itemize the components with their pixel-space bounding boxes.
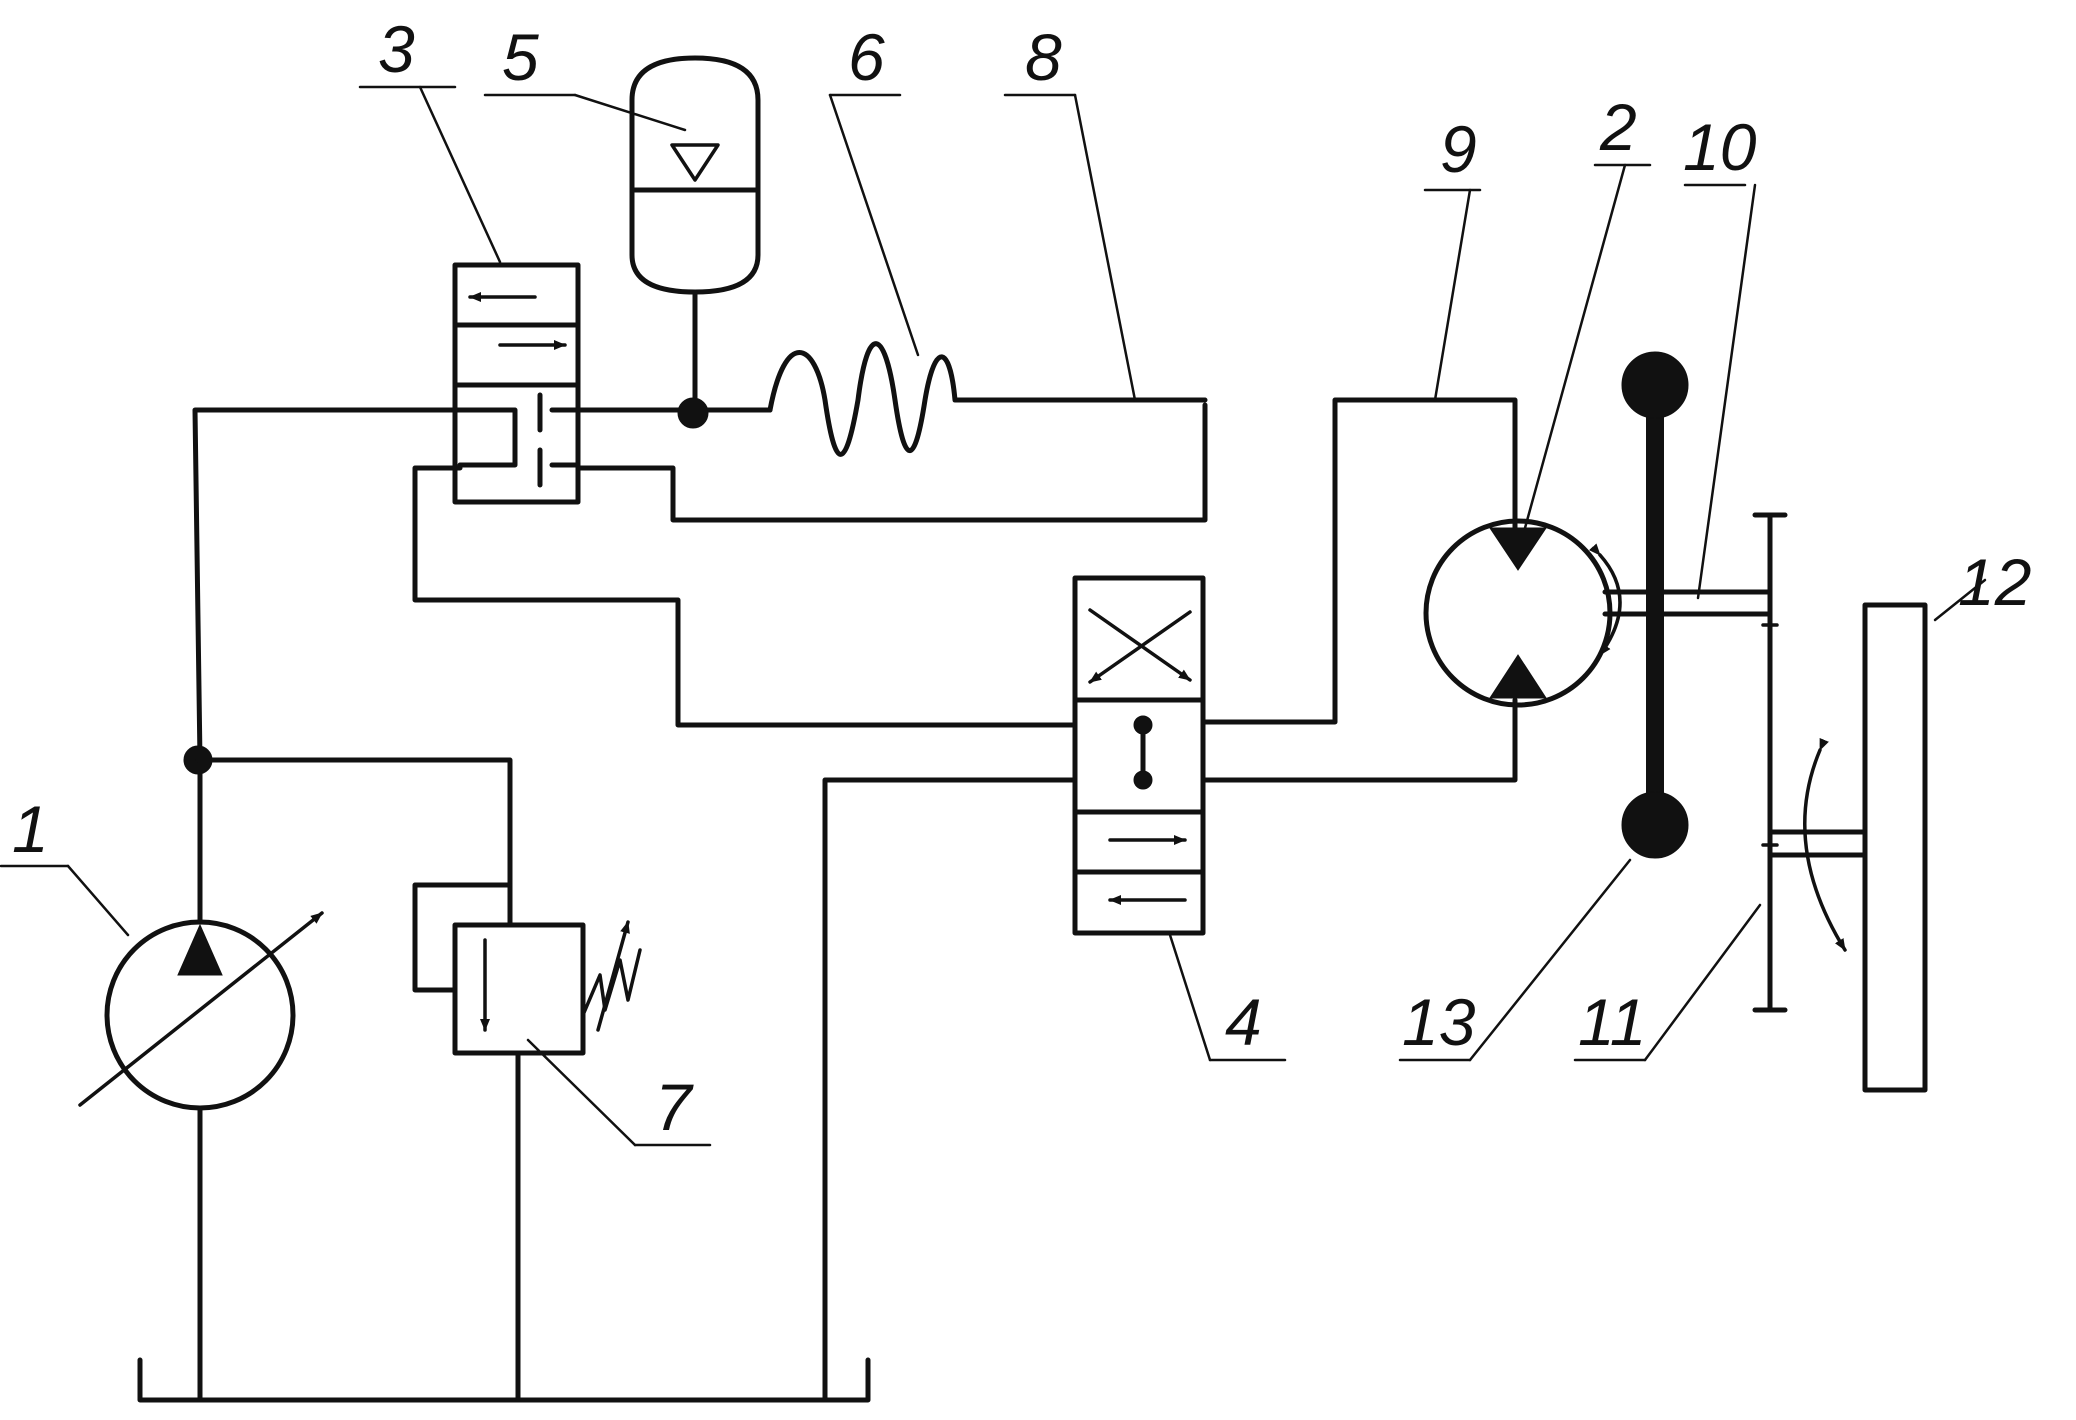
motor-return-line [1200,697,1518,783]
label-7: 7 [655,1070,694,1144]
relief-valve-7 [195,757,642,1403]
flywheel-13 [1621,351,1689,859]
label-9: 9 [1440,112,1477,186]
label-5: 5 [502,20,539,94]
label-4: 4 [1225,985,1262,1059]
label-2: 2 [1599,90,1637,164]
pump-pressure-line [192,407,463,925]
line-8 [575,402,1208,523]
label-1: 1 [12,792,49,866]
accumulator-5 [629,55,761,413]
accumulator-junction-dot [677,397,709,429]
label-3: 3 [378,12,415,86]
leader-lines [0,85,1987,1147]
directional-valve-4 [1072,575,1206,936]
shaft-10 [1602,589,1773,617]
tank [137,1357,871,1403]
rotation-arrow-output [1803,737,1847,952]
gear-12 [1862,602,1928,1093]
output-shaft [1767,829,1868,858]
valve-4-tank-line [822,777,1078,1403]
hydraulic-motor-2 [1423,518,1613,708]
label-8: 8 [1025,20,1062,94]
label-11: 11 [1578,985,1647,1059]
coil-6 [767,341,1208,457]
directional-valve-3 [452,262,581,505]
label-10: 10 [1683,110,1757,184]
variable-pump-1 [78,911,324,1111]
gear-11 [1752,512,1788,1013]
return-line-3-to-4 [412,465,1078,728]
rotation-arrow-motor [1588,543,1622,657]
label-12: 12 [1958,545,2031,619]
label-13: 13 [1402,985,1476,1059]
line-9 [1200,397,1518,725]
label-6: 6 [848,20,885,94]
